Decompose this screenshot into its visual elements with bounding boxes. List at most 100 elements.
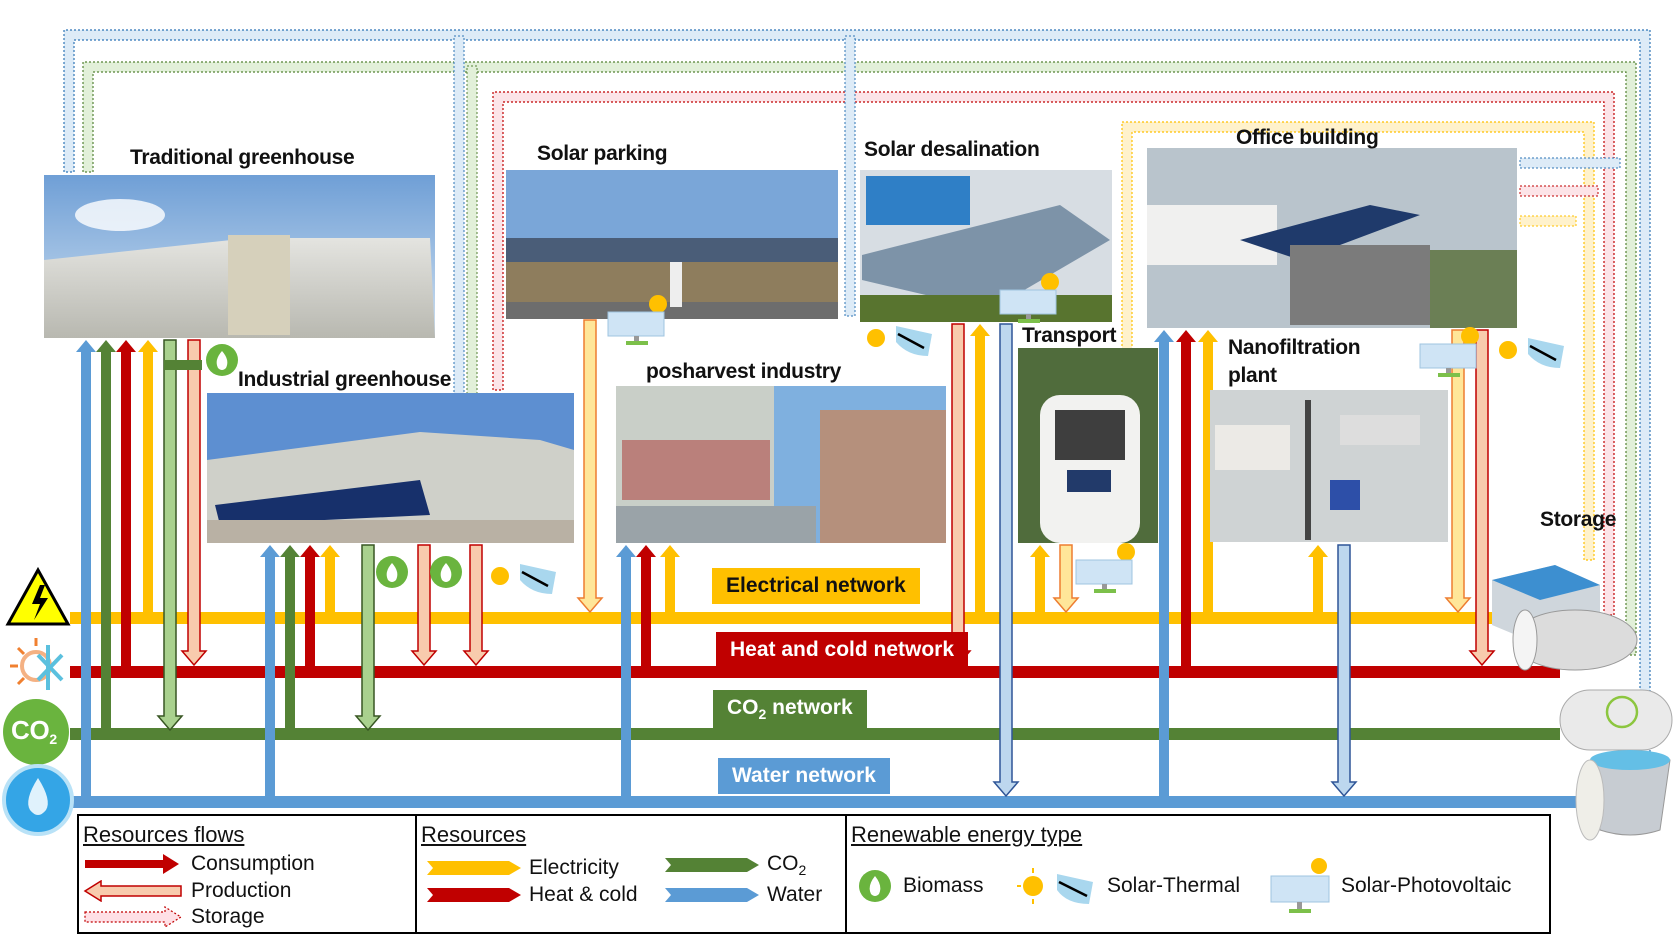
- solar-thermal-icon: [1017, 868, 1093, 904]
- legend-renewable-label: Biomass: [903, 874, 984, 897]
- label-industrial-greenhouse: Industrial greenhouse: [238, 368, 452, 391]
- label-solar-parking: Solar parking: [537, 142, 668, 165]
- legend: Resources flows Consumption Production S…: [77, 814, 1551, 934]
- co2-subscript: 2: [798, 862, 807, 878]
- heat-cold-network-label: Heat and cold network: [716, 632, 969, 668]
- consumption-arrow-h: [636, 545, 656, 672]
- consumption-arrow-w: [260, 545, 280, 802]
- consumption-arrow-h: [116, 340, 136, 672]
- office-building-photo: [1147, 148, 1517, 328]
- storage-arrow-icon: [84, 906, 183, 928]
- solar-thermal-icon: [1499, 338, 1564, 368]
- storage-loop-electric: [1121, 121, 1595, 561]
- consumption-arrow-h: [1176, 330, 1196, 672]
- electricity-warning-icon: [5, 566, 71, 626]
- production-arrow-h: [462, 544, 490, 667]
- legend-renewable-solar-thermal: Solar-Thermal: [1017, 864, 1240, 908]
- office-water-storage-arrow: [1519, 157, 1621, 169]
- riser-water-industrial: [453, 35, 465, 397]
- legend-resource-water: Water: [663, 883, 822, 907]
- production-arrow-e: [576, 319, 604, 614]
- solar-pv-icon: [1075, 543, 1135, 593]
- co2-prefix: CO: [727, 696, 759, 719]
- consumption-arrow-e: [660, 545, 680, 618]
- electricity-arrow-icon: [427, 861, 521, 875]
- biomass-icon: [376, 556, 408, 588]
- heat-cold-arrow-icon: [427, 888, 521, 902]
- solar-thermal-icon: [867, 326, 932, 356]
- production-arrow-w: [1330, 544, 1358, 798]
- legend-flow-label: Consumption: [191, 852, 315, 875]
- legend-renewable-label: Solar-Photovoltaic: [1341, 874, 1512, 897]
- legend-resource-electricity: Electricity: [425, 856, 619, 880]
- legend-flows-title: Resources flows: [83, 822, 245, 847]
- nanofiltration-plant-photo: [1210, 390, 1448, 542]
- legend-renewable-solar-pv: Solar-Photovoltaic: [1267, 856, 1511, 916]
- legend-flow-production: Production: [83, 879, 291, 903]
- traditional-greenhouse-photo: [44, 175, 435, 338]
- co2-arrow-icon: [665, 858, 759, 872]
- co2-badge-text: CO2: [11, 715, 57, 747]
- solar-desalination-photo: [860, 170, 1112, 322]
- renewable-icons: [206, 273, 1564, 594]
- solar-thermal-icon: [491, 564, 556, 594]
- consumption-arrow-icon: [85, 854, 179, 874]
- consumption-arrow-e: [1308, 545, 1328, 618]
- riser-co2-industrial: [466, 65, 478, 397]
- label-nanofiltration-line2: plant: [1228, 364, 1277, 387]
- co2-subscript: 2: [758, 706, 767, 722]
- label-solar-desalination: Solar desalination: [864, 138, 1040, 161]
- legend-renewable-energy: Renewable energy type Biomass Solar-Ther…: [847, 816, 1549, 932]
- production-arrow-c: [354, 544, 382, 732]
- solar-pv-icon: [1270, 858, 1330, 913]
- production-arrow-c: [156, 339, 184, 732]
- legend-resource-label: Electricity: [529, 856, 619, 879]
- legend-resource-heat-cold: Heat & cold: [425, 883, 638, 907]
- biomass-icon: [430, 556, 462, 588]
- legend-resource-label: Heat & cold: [529, 883, 638, 906]
- legend-flow-storage: Storage: [83, 905, 265, 929]
- consumption-arrow-w: [1154, 330, 1174, 802]
- legend-renewable-title: Renewable energy type: [851, 822, 1083, 847]
- production-arrow-w: [992, 323, 1020, 798]
- co2-prefix: CO: [767, 852, 799, 875]
- consumption-arrow-e: [320, 545, 340, 618]
- legend-resources-flows: Resources flows Consumption Production S…: [79, 816, 417, 932]
- consumption-arrow-w: [76, 340, 96, 802]
- water-arrow-icon: [665, 888, 759, 902]
- legend-flow-consumption: Consumption: [83, 852, 315, 876]
- legend-renewable-label: Solar-Thermal: [1107, 874, 1241, 897]
- production-arrow-h: [410, 544, 438, 667]
- water-drop-icon: [2, 764, 74, 836]
- consumption-arrow-w: [616, 545, 636, 802]
- co2-tank-icon: [1559, 689, 1673, 751]
- solar-pv-icon: [1419, 327, 1479, 377]
- consumption-arrow-e: [970, 324, 990, 618]
- office-heat-storage-arrow: [1519, 185, 1599, 197]
- label-office-building: Office building: [1236, 126, 1379, 149]
- consumption-arrow-c: [96, 340, 116, 734]
- consumption-arrow-h: [300, 545, 320, 672]
- office-electric-storage-arrow: [1519, 215, 1577, 227]
- biomass-icon: [206, 344, 238, 376]
- posharvest-industry-photo: [616, 386, 946, 543]
- heat-cold-icon: [10, 638, 64, 690]
- legend-resource-label: Water: [767, 883, 823, 906]
- industrial-greenhouse-photo: [207, 393, 574, 543]
- label-storage: Storage: [1540, 508, 1617, 531]
- co2-badge-icon: [3, 699, 69, 765]
- solar-pv-icon: [999, 273, 1059, 323]
- co2-network-label: CO2 network: [713, 690, 867, 728]
- thermal-tank-icon: [1512, 609, 1638, 671]
- co2-connector: [164, 360, 202, 370]
- production-arrow-h: [1468, 329, 1496, 667]
- legend-resource-label: CO2: [767, 852, 806, 878]
- water-tank-icon: [1575, 750, 1671, 841]
- water-network-line: [70, 796, 1580, 808]
- legend-resources: Resources Electricity Heat & cold CO2 Wa…: [417, 816, 847, 932]
- solar-parking-photo: [506, 170, 838, 319]
- consumption-arrow-e: [1030, 545, 1050, 618]
- biomass-icon: [859, 870, 891, 902]
